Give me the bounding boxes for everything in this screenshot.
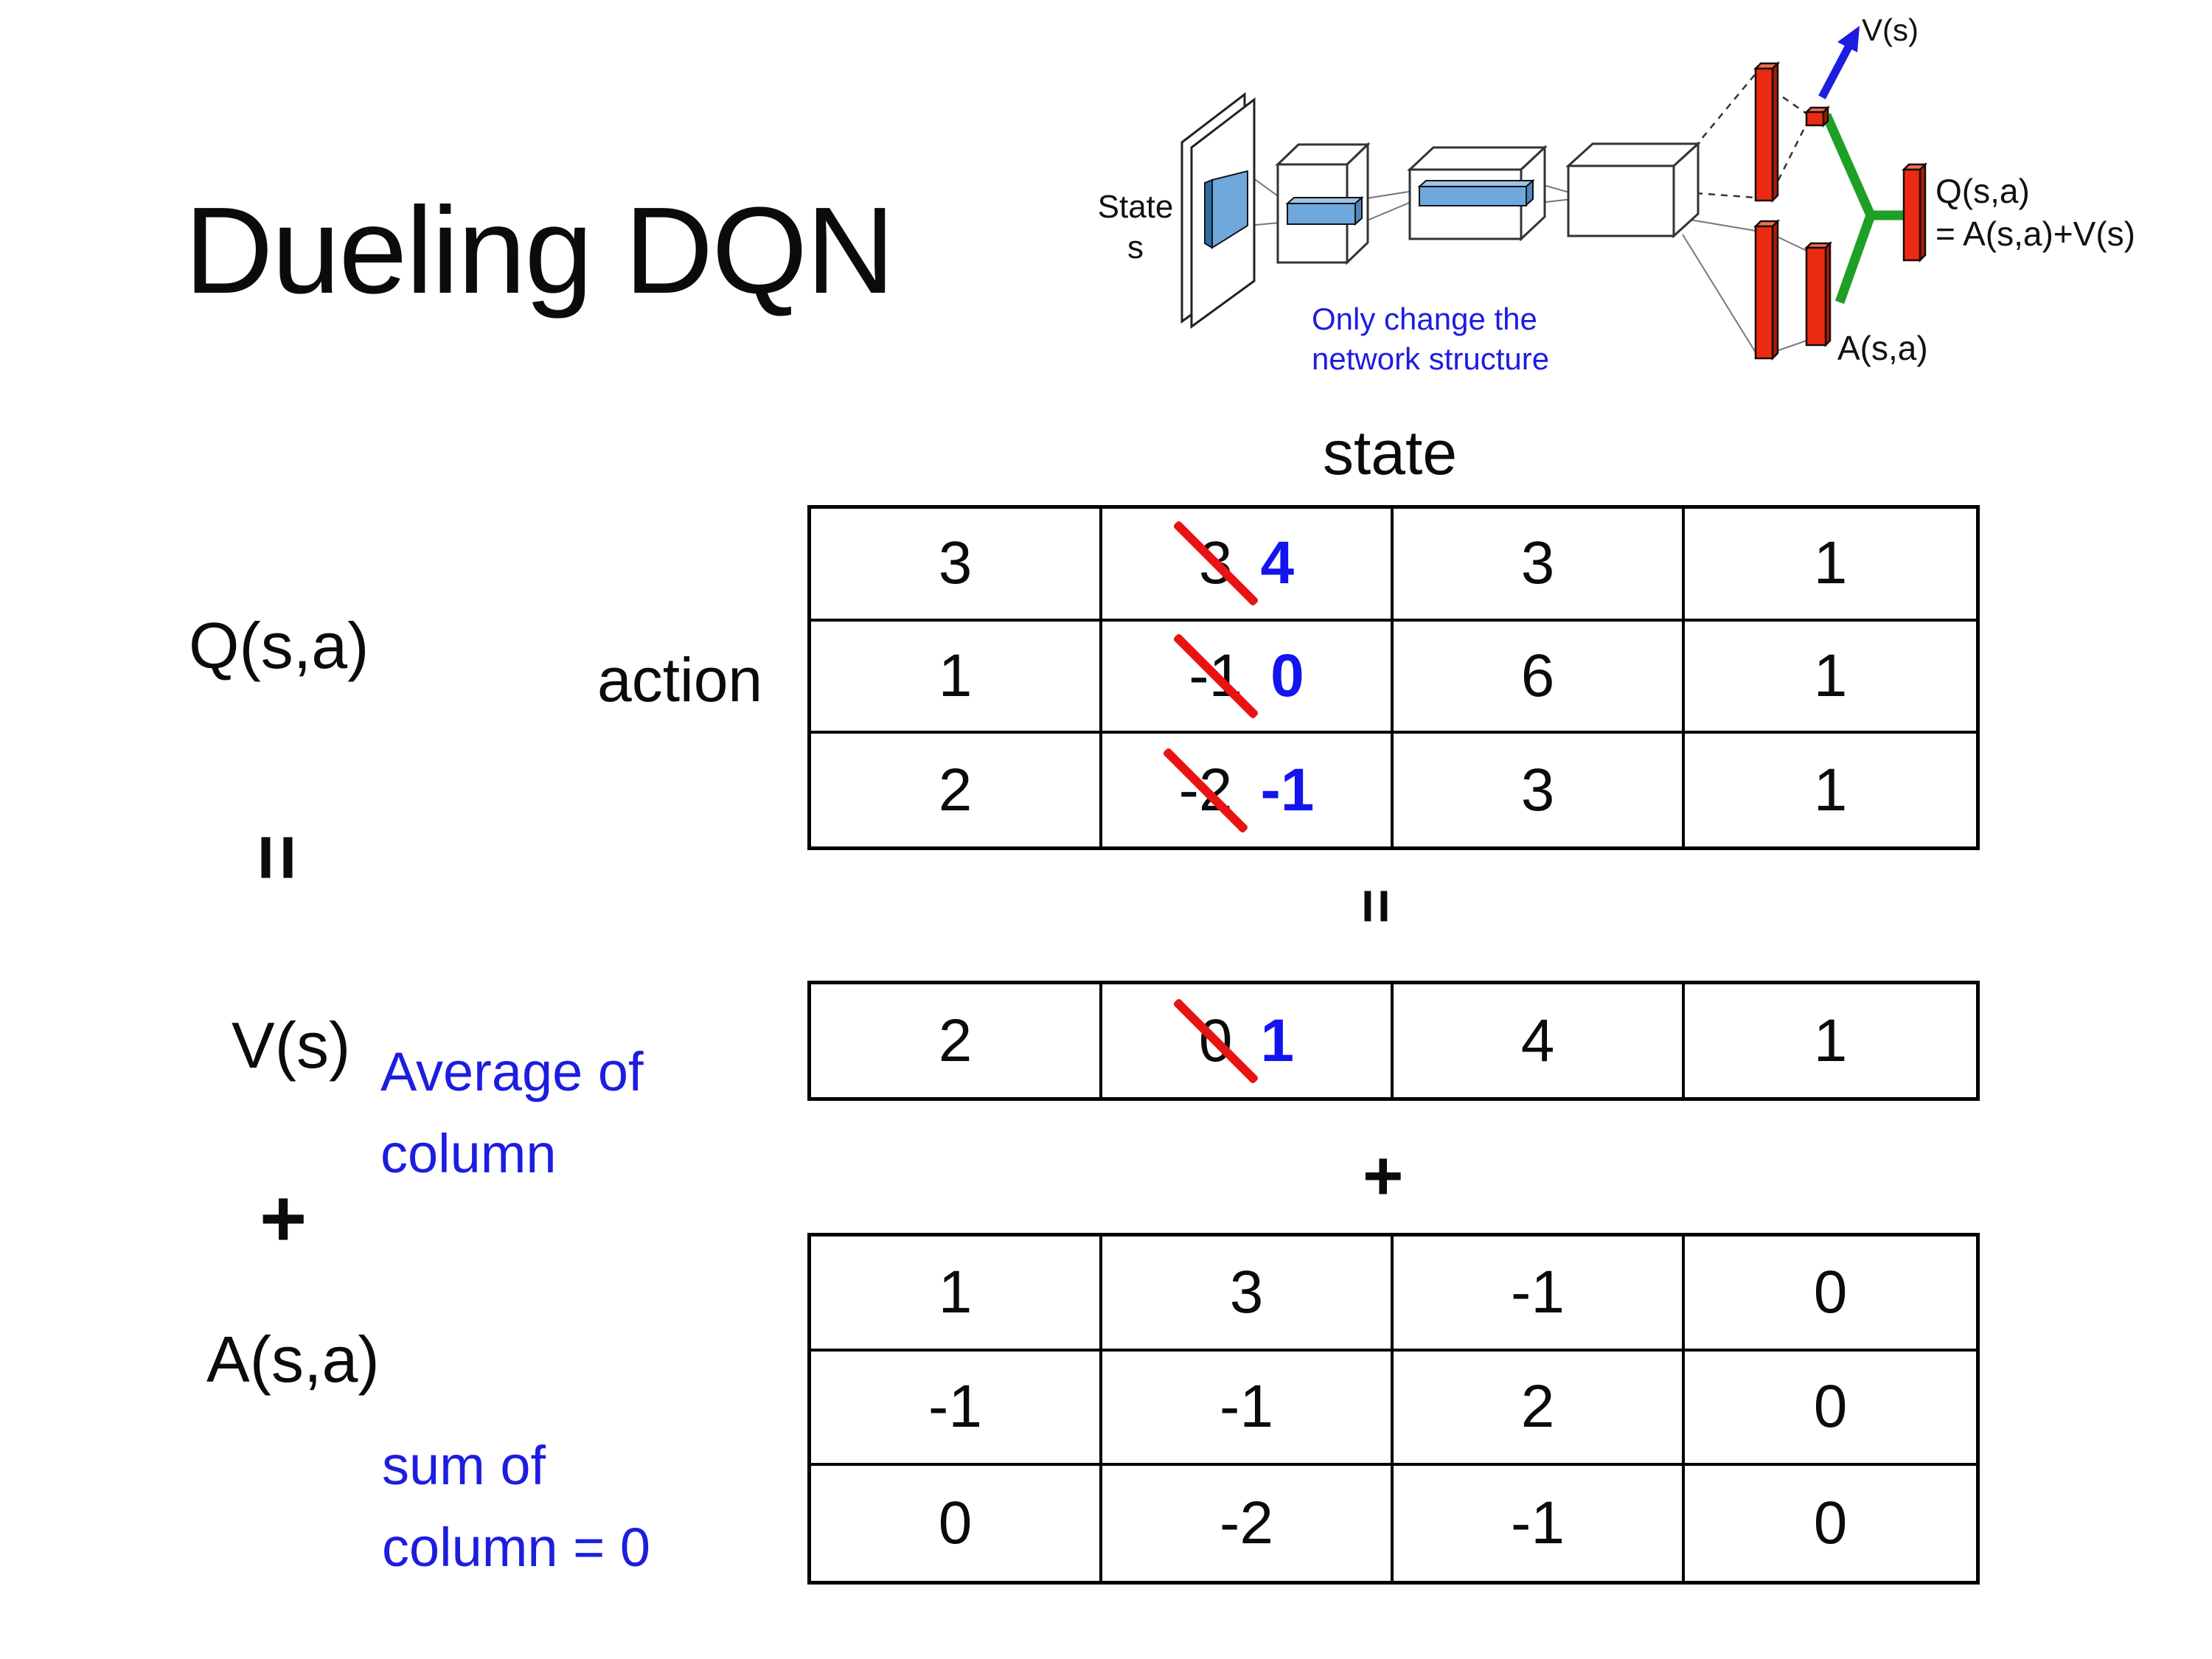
old-value: 0 <box>1172 997 1259 1085</box>
q-cell-corrected: 3 4 <box>1102 509 1394 622</box>
q-cell: 1 <box>811 621 1102 734</box>
q-output-bar <box>1901 161 1928 263</box>
a-cell: 1 <box>811 1237 1102 1352</box>
a-cell: -1 <box>811 1351 1102 1467</box>
plus-left-symbol: + <box>260 1173 307 1264</box>
q-cell: 1 <box>1813 756 1848 824</box>
a-cell: 0 <box>1685 1237 1976 1352</box>
plus-mid-symbol: + <box>1363 1137 1404 1215</box>
old-value: -2 <box>1162 746 1249 834</box>
q-cell: 3 <box>1394 509 1685 622</box>
a-cell: -2 <box>1102 1466 1394 1581</box>
network-diagram: V(s) State s Only change the network str… <box>1098 13 2135 376</box>
a-cell: 0 <box>811 1466 1102 1581</box>
page-title: Dueling DQN <box>184 182 895 319</box>
q-cell-corrected: -2 -1 <box>1102 734 1394 846</box>
new-value: 0 <box>1270 641 1304 709</box>
v-equation-label: V(s) <box>232 1009 351 1082</box>
q-cell-corrected: -1 0 <box>1102 621 1394 734</box>
combine-links <box>1822 113 1907 305</box>
diagram-note-line1: Only change the <box>1312 302 1537 336</box>
q-equation-label: Q(s,a) <box>189 609 369 682</box>
v-cell: 1 <box>1813 1006 1848 1074</box>
value-hidden-bar <box>1753 60 1781 204</box>
average-note: Average of column <box>380 1041 644 1184</box>
equals-left-symbol: = <box>232 833 324 882</box>
conv-filter <box>1204 170 1248 249</box>
v-cell: 2 <box>811 984 1102 1097</box>
sum-note: sum of column = 0 <box>382 1435 651 1578</box>
diagram-a-label: A(s,a) <box>1837 329 1928 367</box>
a-cell: 0 <box>1813 1489 1848 1557</box>
diagram-state-label-line2: s <box>1127 229 1144 265</box>
v-table: 2 0 1 4 1 <box>807 981 1980 1101</box>
dashed-links <box>1694 73 1808 199</box>
q-cell: 2 <box>811 734 1102 846</box>
q-table: 3 3 4 3 1 1 -1 0 6 1 2 -2 -1 3 1 <box>807 505 1980 850</box>
diagram-note-line2: network structure <box>1312 341 1549 376</box>
new-value: 1 <box>1260 1006 1295 1074</box>
a-cell: 0 <box>1685 1352 1976 1467</box>
feature-bar-1 <box>1285 195 1364 226</box>
new-value: 4 <box>1260 529 1295 597</box>
advantage-hidden-bar <box>1753 218 1781 361</box>
diagram-q-label-line2: = A(s,a)+V(s) <box>1935 215 2135 253</box>
conv-box-3 <box>1565 141 1701 239</box>
new-value: -1 <box>1260 756 1315 824</box>
q-cell: 3 <box>811 509 1102 622</box>
v-cell: 4 <box>1394 984 1685 1097</box>
a-table: 1 3 -1 0 -1 -1 2 0 0 -2 -1 0 <box>807 1233 1980 1585</box>
advantage-output-bar <box>1804 240 1833 348</box>
q-cell: 3 <box>1394 734 1685 846</box>
value-arrow-icon <box>1818 26 1860 100</box>
diagram-vs-label: V(s) <box>1862 13 1919 47</box>
q-cell: 1 <box>1685 622 1976 734</box>
action-header: action <box>597 645 763 714</box>
q-cell: 1 <box>1685 509 1976 622</box>
old-value: 3 <box>1172 520 1259 608</box>
a-cell: 2 <box>1394 1351 1685 1467</box>
diagram-q-label-line1: Q(s,a) <box>1935 172 2030 210</box>
value-output-box <box>1804 105 1831 128</box>
equals-mid-symbol: = <box>1342 888 1410 924</box>
a-equation-label: A(s,a) <box>206 1323 380 1396</box>
a-cell: -1 <box>1102 1351 1394 1467</box>
v-cell-corrected: 0 1 <box>1102 984 1394 1097</box>
a-cell: 3 <box>1102 1237 1394 1352</box>
diagram-state-label-line1: State <box>1098 189 1174 225</box>
old-value: -1 <box>1172 633 1259 720</box>
a-cell: -1 <box>1394 1466 1685 1581</box>
state-header: state <box>1322 418 1458 487</box>
feature-bar-2 <box>1417 178 1535 207</box>
q-cell: 6 <box>1394 621 1685 734</box>
a-cell: -1 <box>1394 1237 1685 1352</box>
